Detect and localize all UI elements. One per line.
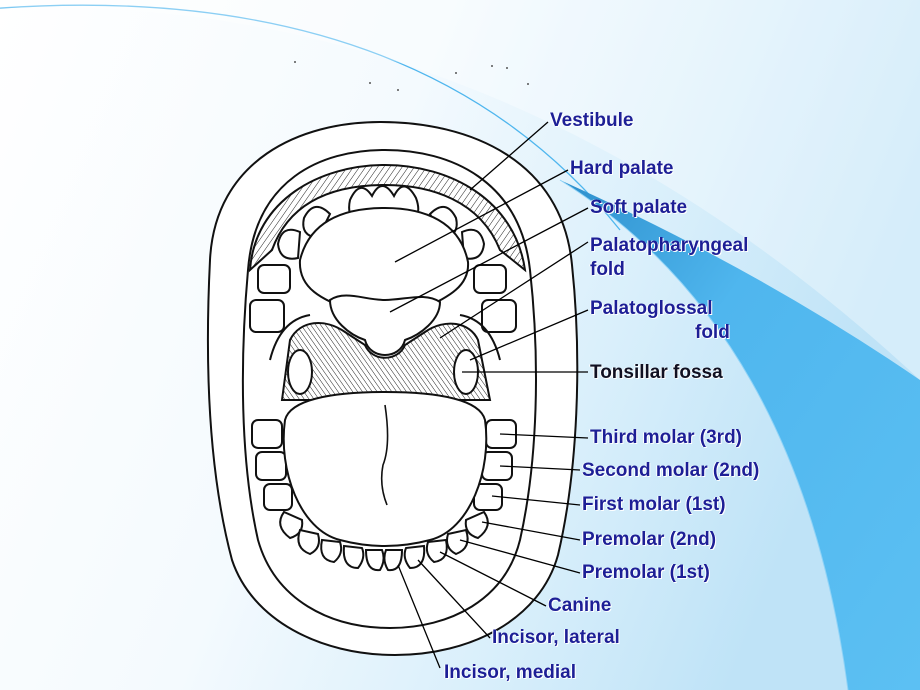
- palatoglossal-fold: [269, 314, 501, 361]
- decorative-wedge: [560, 180, 920, 690]
- label-palatopharyngeal-fold: fold: [590, 259, 625, 280]
- label-incisor-medial: Incisor, medial: [444, 662, 576, 683]
- hard-palate: [298, 206, 470, 311]
- vestibule-area: [248, 163, 527, 273]
- label-incisor-lateral: Incisor, lateral: [492, 627, 620, 648]
- decorative-swoosh-light: [0, 0, 920, 380]
- decorative-dots: [294, 61, 529, 91]
- decorative-wedge-edge: [559, 179, 849, 690]
- label-vestibule: Vestibule: [550, 110, 634, 131]
- label-canine: Canine: [548, 595, 612, 616]
- tonsil-left: [287, 349, 313, 395]
- mouth-illustration: [206, 120, 579, 657]
- label-tonsillar-fossa: Tonsillar fossa: [590, 362, 723, 383]
- leader-lines: [389, 121, 589, 669]
- fauces: [280, 321, 492, 401]
- label-second-molar: Second molar (2nd): [582, 460, 760, 481]
- label-palatopharyngeal: Palatopharyngeal: [590, 235, 749, 256]
- label-premolar-1st: Premolar (1st): [582, 562, 710, 583]
- tongue-midline: [380, 404, 389, 506]
- label-palatoglossal-fold: fold: [695, 322, 730, 343]
- label-third-molar: Third molar (3rd): [590, 427, 743, 448]
- label-soft-palate: Soft palate: [590, 197, 688, 218]
- label-palatoglossal: Palatoglossal: [590, 298, 713, 319]
- soft-palate: [328, 294, 442, 356]
- label-hard-palate: Hard palate: [570, 158, 674, 179]
- decorative-swoosh-line: [0, 4, 621, 231]
- label-first-molar: First molar (1st): [582, 494, 726, 515]
- tongue: [282, 390, 488, 547]
- label-premolar-2nd: Premolar (2nd): [582, 529, 717, 550]
